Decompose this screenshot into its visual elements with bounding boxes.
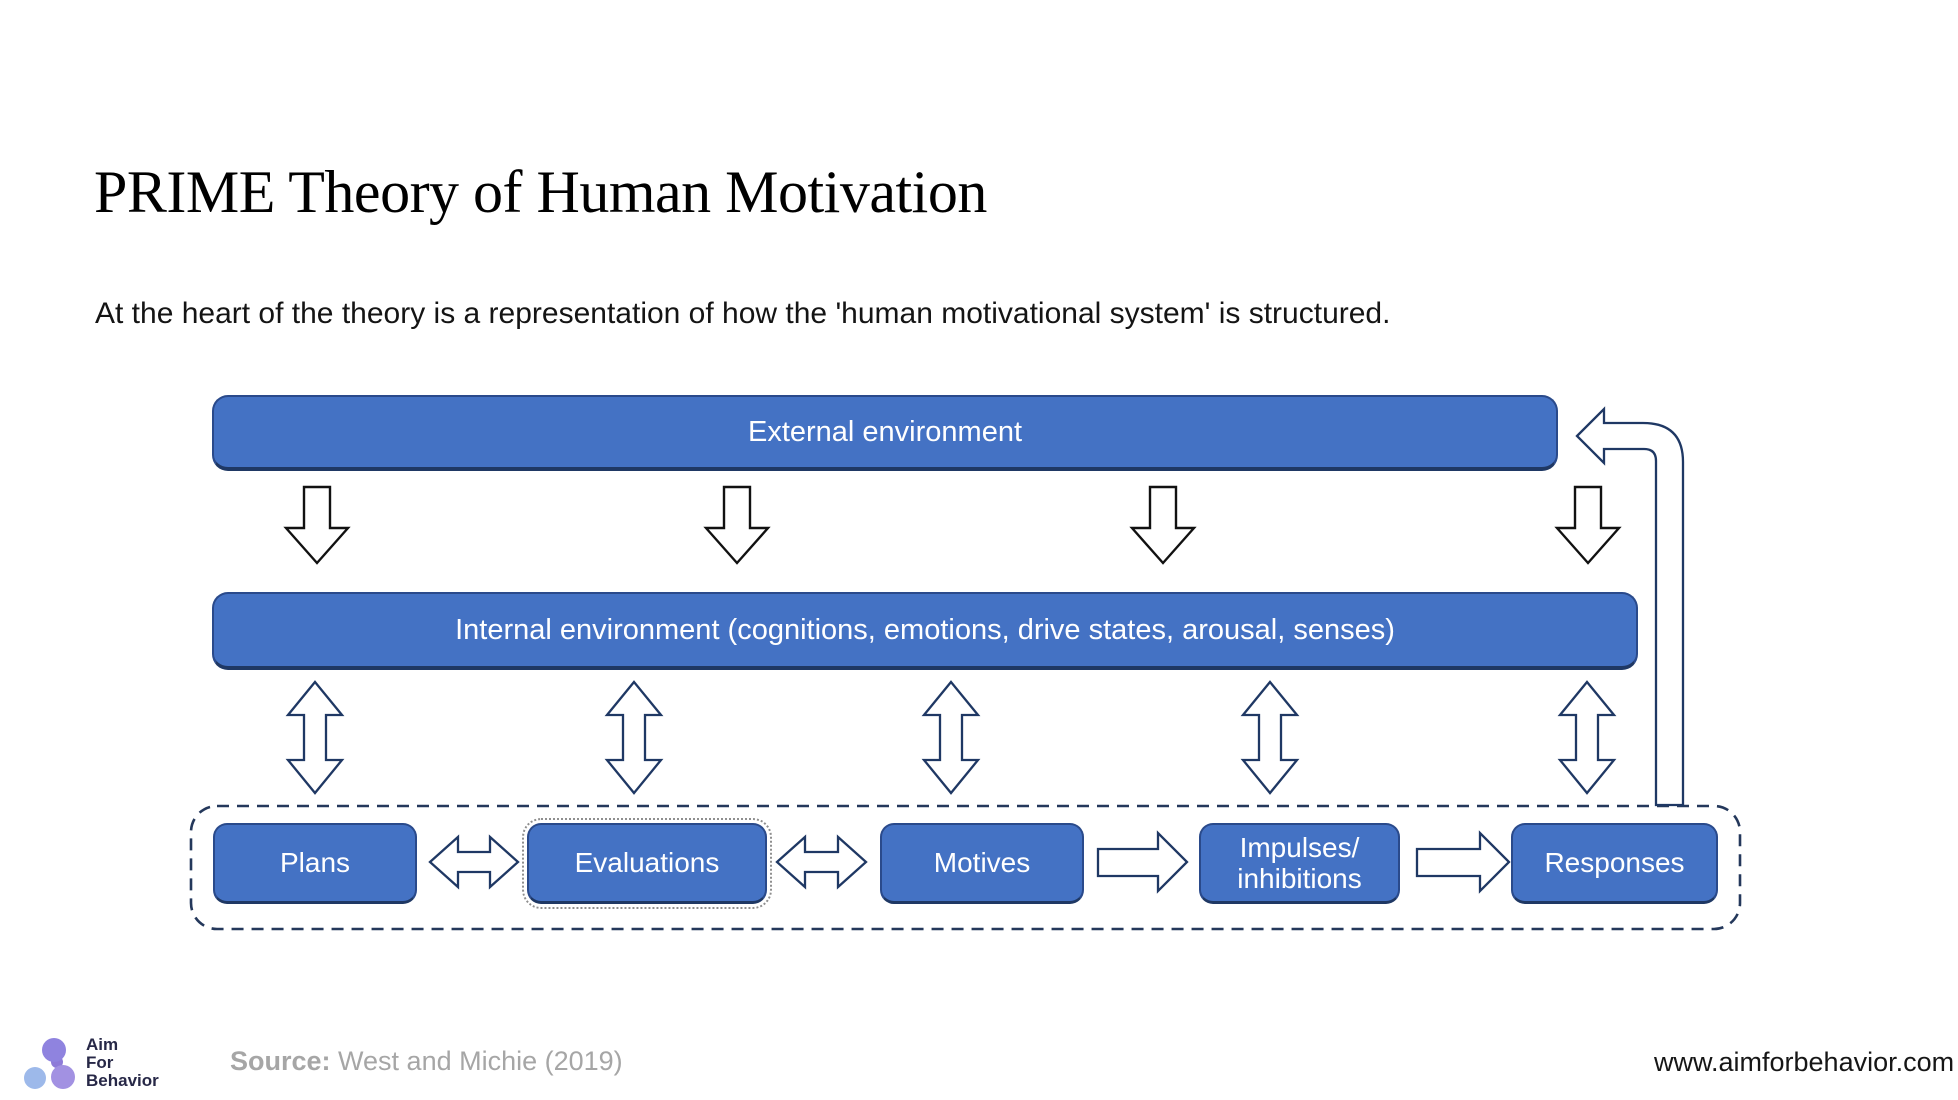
plans-box[interactable]: Plans (213, 823, 417, 904)
logo-line-1: Aim (86, 1035, 119, 1054)
feedback-arrow-responses-to-external[interactable] (1575, 406, 1685, 807)
dashed-container[interactable] (189, 804, 1742, 931)
down-arrow-4[interactable] (1554, 485, 1622, 565)
aim-for-behavior-logo-icon (24, 1038, 75, 1089)
external-environment-label: External environment (747, 415, 1023, 448)
evaluations-box-selected[interactable]: Evaluations (522, 818, 772, 909)
page-title[interactable]: PRIME Theory of Human Motivation (94, 159, 987, 225)
logo-line-2: For (86, 1053, 114, 1072)
leftright-arrow-plans-evaluations[interactable] (428, 834, 520, 890)
down-arrow-3[interactable] (1129, 485, 1197, 565)
source-citation: Source: West and Michie (2019) (230, 1046, 623, 1077)
evaluations-label: Evaluations (574, 847, 720, 879)
logo-line-3: Behavior (86, 1071, 159, 1090)
plans-label: Plans (279, 847, 351, 879)
down-arrow-1[interactable] (283, 485, 351, 565)
down-arrow-2[interactable] (703, 485, 771, 565)
impulses-inhibitions-box[interactable]: Impulses/ inhibitions (1199, 823, 1400, 904)
external-environment-box[interactable]: External environment (212, 395, 1558, 471)
updown-arrow-5[interactable] (1557, 680, 1617, 795)
updown-arrow-4[interactable] (1240, 680, 1300, 795)
right-arrow-impulses-responses[interactable] (1415, 830, 1511, 894)
motives-box[interactable]: Motives (880, 823, 1084, 904)
updown-arrow-3[interactable] (921, 680, 981, 795)
responses-box[interactable]: Responses (1511, 823, 1718, 904)
internal-environment-box[interactable]: Internal environment (cognitions, emotio… (212, 592, 1638, 670)
logo-wordmark: Aim For Behavior (86, 1036, 159, 1090)
right-arrow-motives-impulses[interactable] (1096, 830, 1189, 894)
source-text: West and Michie (2019) (330, 1046, 623, 1076)
internal-environment-label: Internal environment (cognitions, emotio… (455, 613, 1395, 646)
website-url: www.aimforbehavior.com (1654, 1047, 1955, 1077)
impulses-inhibitions-label: Impulses/ inhibitions (1237, 831, 1362, 894)
updown-arrow-1[interactable] (285, 680, 345, 795)
updown-arrow-2[interactable] (604, 680, 664, 795)
responses-label: Responses (1544, 847, 1685, 879)
motives-label: Motives (933, 847, 1031, 879)
subtitle-text[interactable]: At the heart of the theory is a represen… (95, 297, 1391, 330)
source-label: Source: (230, 1046, 331, 1076)
leftright-arrow-evaluations-motives[interactable] (775, 834, 868, 890)
